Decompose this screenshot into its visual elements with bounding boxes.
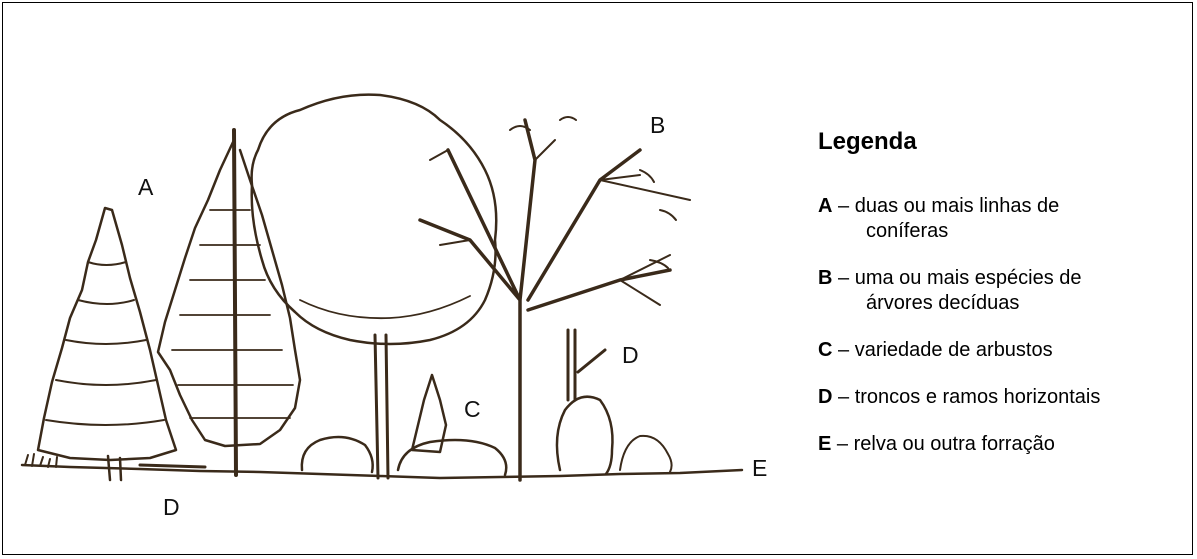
legend-sep: – — [832, 386, 854, 408]
legend-text-cont: árvores decíduas — [818, 291, 1188, 316]
legend-item-a: A – duas ou mais linhas de coníferas — [818, 194, 1188, 244]
round-tree — [252, 95, 497, 478]
legend-sep: – — [831, 433, 853, 455]
log-d — [140, 465, 205, 467]
label-e: E — [752, 457, 767, 480]
legend: Legenda A – duas ou mais linhas de coníf… — [818, 128, 1188, 479]
legend-key: C — [818, 339, 832, 361]
legend-title: Legenda — [818, 128, 1188, 156]
conifer-left — [38, 208, 176, 480]
legend-item-c: C – variedade de arbustos — [818, 338, 1188, 363]
shrub-small-right — [620, 436, 672, 472]
deciduous-tree — [420, 117, 690, 480]
conifer-tall — [158, 130, 300, 475]
legend-sep: – — [832, 267, 854, 289]
legend-sep: – — [832, 195, 854, 217]
legend-text: variedade de arbustos — [855, 339, 1053, 361]
legend-sep: – — [832, 339, 854, 361]
legend-text-cont: coníferas — [818, 219, 1188, 244]
stump-d — [568, 330, 605, 400]
shrub-low-1 — [302, 437, 373, 472]
legend-item-e: E – relva ou outra forração — [818, 432, 1188, 457]
legend-text: duas ou mais linhas de — [855, 195, 1060, 217]
label-d-bottom: D — [163, 496, 180, 519]
legend-item-b: B – uma ou mais espécies de árvores decí… — [818, 266, 1188, 316]
shrub-right — [557, 397, 613, 474]
legend-key: A — [818, 195, 832, 217]
legend-text: troncos e ramos horizontais — [855, 386, 1101, 408]
label-c: C — [464, 398, 481, 421]
legend-item-d: D – troncos e ramos horizontais — [818, 385, 1188, 410]
ground-line — [22, 465, 742, 478]
legend-text: uma ou mais espécies de — [855, 267, 1082, 289]
legend-key: B — [818, 267, 832, 289]
label-a: A — [138, 176, 153, 199]
label-d-right: D — [622, 344, 639, 367]
legend-text: relva ou outra forração — [854, 433, 1055, 455]
legend-key: D — [818, 386, 832, 408]
legend-key: E — [818, 433, 831, 455]
label-b: B — [650, 114, 665, 137]
landscape-illustration — [0, 0, 800, 559]
